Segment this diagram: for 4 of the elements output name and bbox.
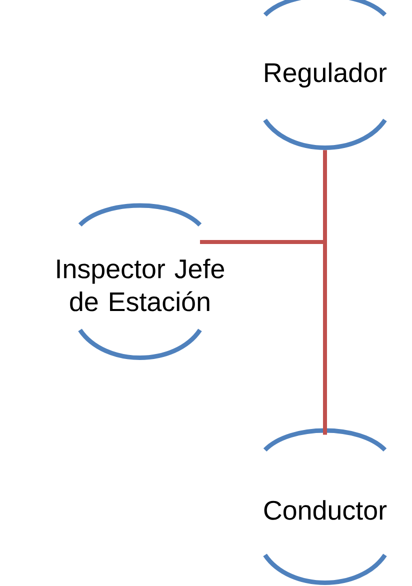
circle-node: Inspector Jefe de Estación	[57, 203, 224, 360]
circle-node: Conductor	[263, 428, 387, 585]
connector-line	[323, 150, 327, 435]
circle-node: Regulador	[263, 0, 387, 150]
